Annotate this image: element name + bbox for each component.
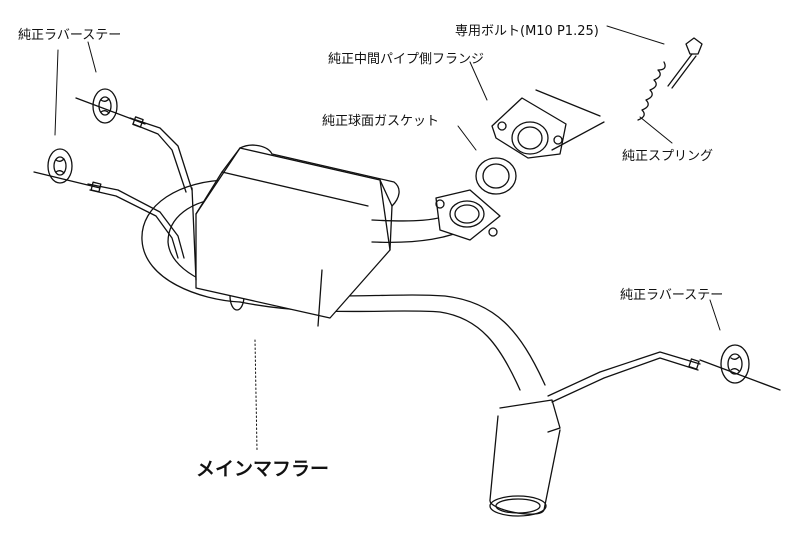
label-rubber-stay-right: 純正ラバーステー <box>620 288 724 303</box>
label-gasket: 純正球面ガスケット <box>322 114 440 129</box>
rubber-stay-lower-left <box>33 148 101 189</box>
label-bolt: 専用ボルト(M10 P1.25) <box>455 24 599 39</box>
tail-pipe <box>489 399 561 517</box>
label-mid-pipe-flange: 純正中間パイプ側フランジ <box>328 52 485 67</box>
muffler-body <box>191 144 400 327</box>
label-main-muffler: メインマフラー <box>196 458 330 480</box>
gasket-ring <box>475 157 517 195</box>
muffler-flange <box>435 189 501 241</box>
leader-lines <box>54 25 721 451</box>
mid-pipe-flange <box>491 89 605 159</box>
hanger-rods <box>87 116 193 259</box>
bolt-and-spring <box>637 37 703 121</box>
label-rubber-stay-left: 純正ラバーステー <box>18 28 122 43</box>
rubber-stay-right <box>547 344 781 403</box>
label-spring: 純正スプリング <box>622 149 714 164</box>
